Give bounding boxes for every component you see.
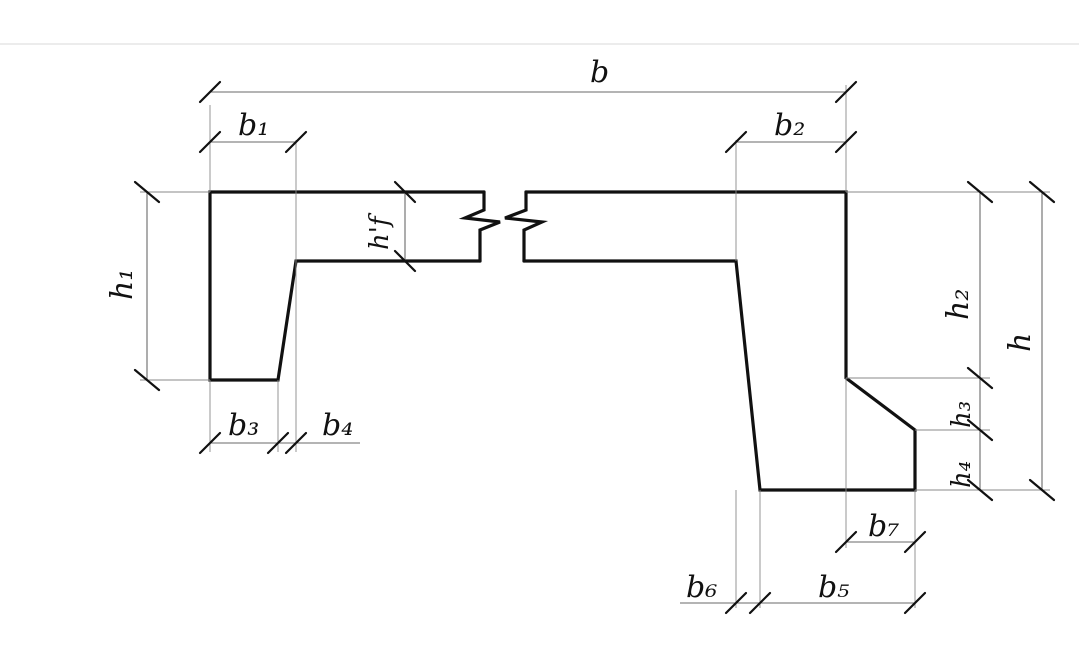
right-break-mark xyxy=(504,190,549,263)
label-b5: b₅ xyxy=(818,570,849,605)
label-b1: b₁ xyxy=(238,108,269,143)
dimension-lines xyxy=(146,91,1043,604)
label-b6: b₆ xyxy=(686,570,717,605)
left-flange-outline xyxy=(208,190,486,382)
label-h4: h₄ xyxy=(947,461,977,488)
label-b4: b₄ xyxy=(322,408,353,443)
label-h3: h₃ xyxy=(947,401,977,428)
left-break-mark xyxy=(458,190,501,263)
label-b7: b₇ xyxy=(868,509,899,544)
label-hf: h'f xyxy=(365,212,395,250)
right-web-outline xyxy=(522,190,917,492)
label-h1: h₁ xyxy=(105,269,140,300)
label-b3: b₃ xyxy=(228,408,259,443)
label-h2: h₂ xyxy=(941,289,976,320)
tick-marks xyxy=(133,80,1056,615)
extension-lines xyxy=(140,85,1050,608)
section-outline xyxy=(208,190,917,492)
label-b2: b₂ xyxy=(774,108,805,143)
label-b: b xyxy=(590,55,609,90)
dimension-labels: b b₁ b₂ h₁ h'f b₃ b₄ h₂ h₃ h₄ h b₇ b₆ b₅ xyxy=(105,55,1038,605)
label-h: h xyxy=(1003,333,1038,352)
